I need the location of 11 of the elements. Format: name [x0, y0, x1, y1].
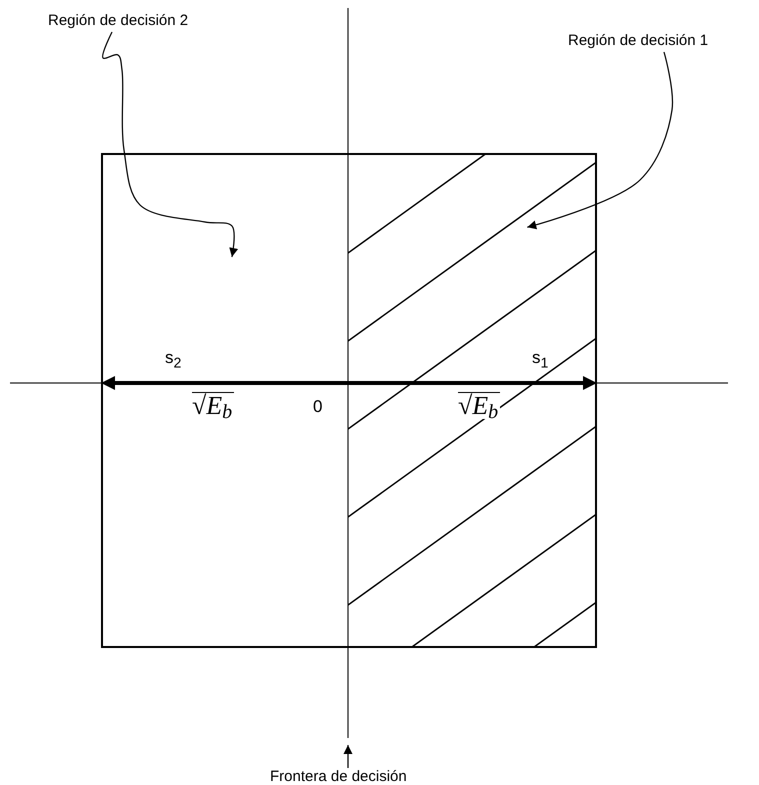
leader-line — [102, 32, 238, 258]
callout-label: Frontera de decisión — [270, 768, 415, 785]
leader-line — [344, 745, 352, 768]
callout-label: Región de decisión 1 — [568, 32, 728, 52]
leader-line — [527, 52, 674, 230]
callout-label: Región de decisión 2 — [48, 12, 208, 32]
signal-label: s$_{2}$ — [165, 348, 182, 372]
amplitude-label: √E$_{b}$ — [458, 392, 500, 419]
signal-label: s$_{1}$ — [532, 348, 548, 372]
origin-label: 0 — [313, 397, 322, 417]
amplitude-label: √E$_{b}$ — [192, 392, 234, 419]
